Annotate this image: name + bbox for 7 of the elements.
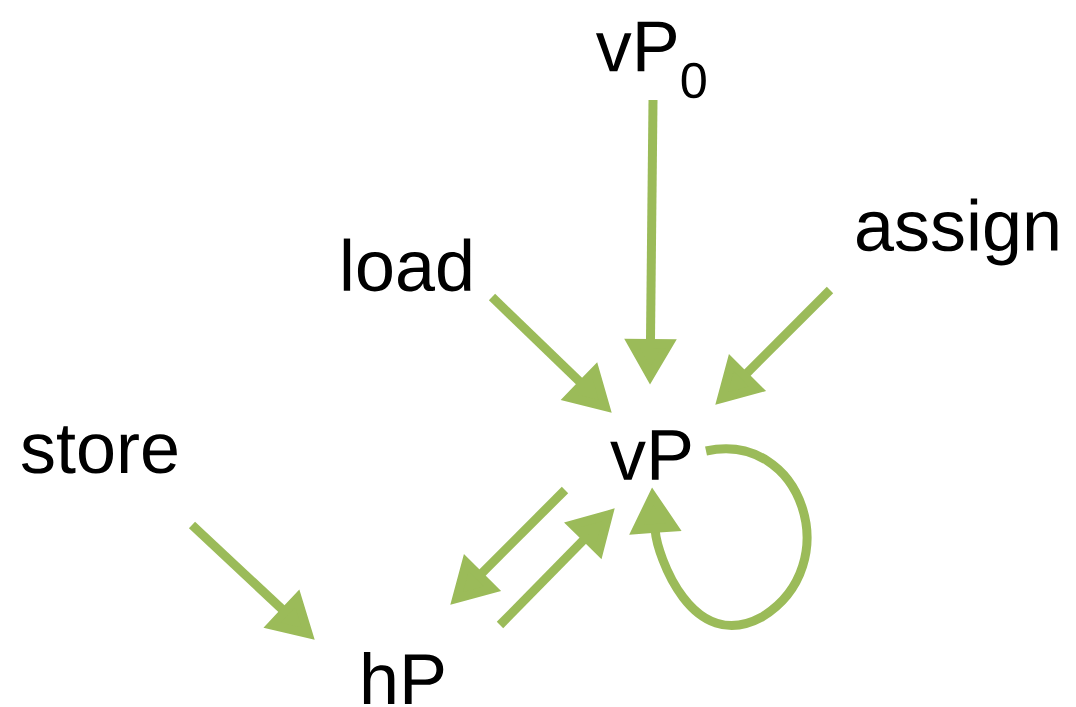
label-text: load <box>343 238 471 292</box>
arrow <box>629 444 812 630</box>
label-text: store <box>22 426 177 474</box>
label-text: vP$_{0}$ <box>596 21 706 99</box>
label-text: assign <box>857 198 1058 266</box>
label-text: vP <box>610 430 691 480</box>
label-text: hP <box>363 651 444 705</box>
